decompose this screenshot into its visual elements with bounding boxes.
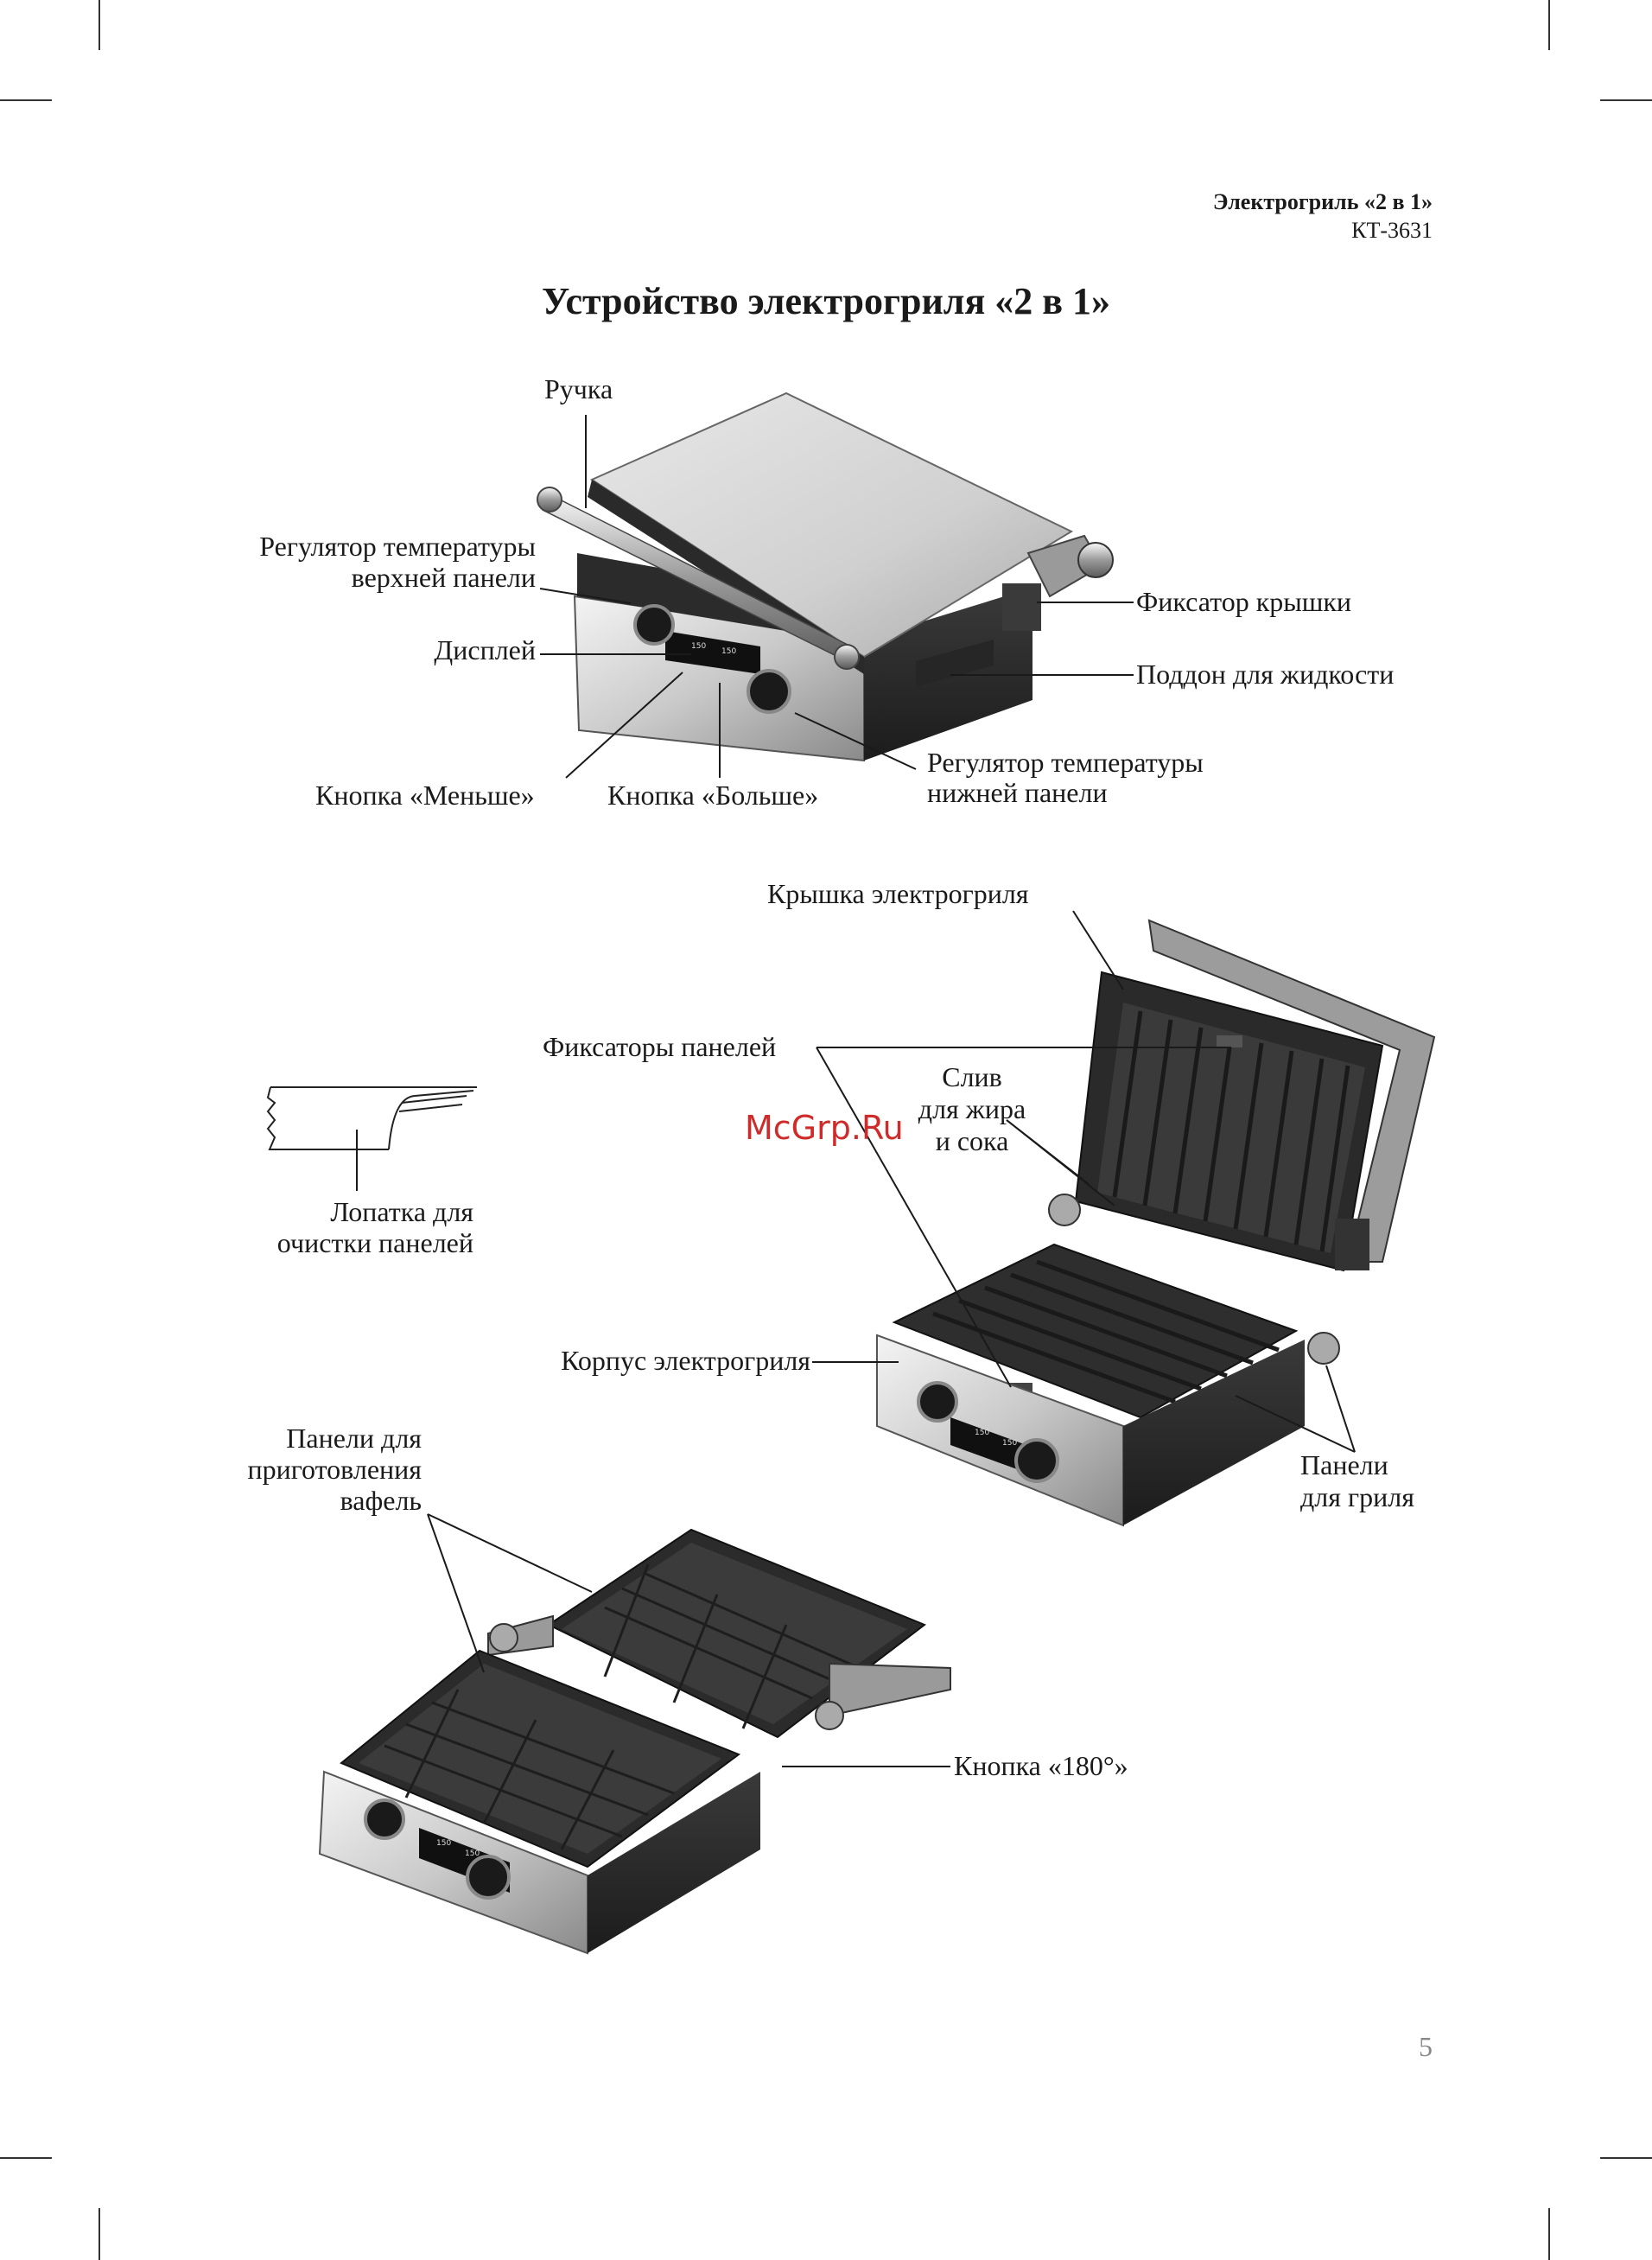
header-product: Электрогриль «2 в 1» (1212, 189, 1433, 214)
header-model: КТ-3631 (1351, 218, 1433, 243)
label-display: Дисплей (434, 634, 536, 665)
label-drain-line2: для жира (918, 1093, 1026, 1124)
label-bottom-regulator-line1: Регулятор температуры (927, 747, 1204, 778)
display-value-bottom: 150 (721, 647, 736, 656)
label-drain-line3: и сока (935, 1125, 1009, 1156)
display-value-top: 150 (691, 642, 706, 651)
label-lid: Крышка электрогриля (767, 878, 1029, 909)
label-grill-plates-line1: Панели (1300, 1449, 1388, 1480)
label-bottom-regulator-line2: нижней панели (927, 777, 1108, 808)
label-handle: Ручка (544, 373, 613, 404)
label-lid-lock: Фиксатор крышки (1136, 586, 1352, 617)
watermark: McGrp.Ru (745, 1109, 904, 1147)
label-plate-locks: Фиксаторы панелей (543, 1031, 777, 1062)
display-value-bottom-2: 150 (1002, 1439, 1017, 1448)
label-scraper-line1: Лопатка для (330, 1196, 473, 1227)
label-drip-tray: Поддон для жидкости (1136, 659, 1395, 690)
label-body: Корпус электрогриля (561, 1345, 810, 1376)
label-top-regulator-line1: Регулятор температуры (259, 531, 536, 562)
display-value-top-3: 150 (436, 1839, 451, 1848)
label-grill-plates-line2: для гриля (1300, 1481, 1414, 1512)
label-scraper-line2: очистки панелей (276, 1227, 473, 1258)
page-title: Устройство электрогриля «2 в 1» (541, 280, 1111, 322)
label-minus-button: Кнопка «Меньше» (315, 780, 535, 811)
display-value-bottom-3: 150 (465, 1849, 480, 1858)
label-plus-button: Кнопка «Больше» (607, 780, 819, 811)
label-waffle-plates-line2: приготовления (247, 1454, 422, 1485)
label-waffle-plates-line3: вафель (340, 1485, 422, 1516)
label-waffle-plates-line1: Панели для (286, 1423, 422, 1454)
label-top-regulator-line2: верхней панели (351, 562, 536, 593)
label-drain-line1: Слив (942, 1061, 1002, 1092)
label-180-button: Кнопка «180°» (954, 1750, 1128, 1781)
page-number: 5 (1419, 2031, 1433, 2062)
display-value-top-2: 150 (975, 1429, 989, 1437)
